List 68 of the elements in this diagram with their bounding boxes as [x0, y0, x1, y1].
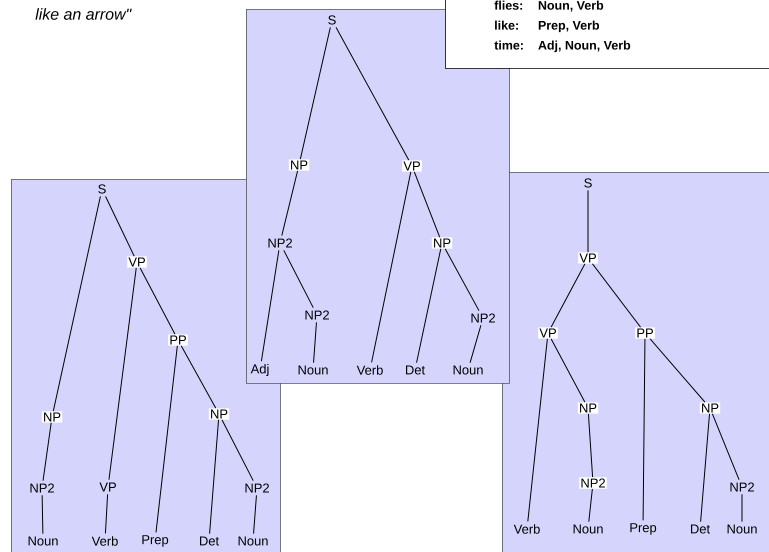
- tree-label: VP: [538, 327, 558, 339]
- tree-label: Noun: [454, 365, 483, 374]
- tree-branch: [642, 338, 646, 521]
- tree-label: Det: [200, 536, 219, 546]
- tree-label: VP: [99, 482, 116, 492]
- sentence-text: like an arrow": [35, 8, 132, 20]
- tree-label: VP: [402, 160, 422, 172]
- tree-label: Noun: [728, 524, 757, 534]
- tree-label: Noun: [298, 365, 328, 374]
- tree-label: PP: [168, 334, 188, 346]
- tree-label: NP2: [245, 483, 269, 492]
- tree-label: Noun: [238, 536, 268, 546]
- tree-label: Det: [691, 524, 710, 534]
- tree-label: NP2: [268, 238, 292, 248]
- tree-label: Prep: [142, 535, 168, 547]
- tree-branch: [416, 248, 442, 364]
- tree-label: NP2: [305, 310, 329, 320]
- tree-branch: [104, 494, 108, 534]
- tree-label: NP2: [730, 482, 754, 492]
- tree-branch: [42, 494, 44, 534]
- tree-label: Noun: [28, 536, 58, 546]
- tree-branch: [283, 250, 314, 308]
- tree-branch: [650, 338, 706, 403]
- tree-label: Verb: [92, 536, 118, 546]
- tree-branch: [592, 263, 642, 328]
- tree-label: Det: [406, 365, 425, 374]
- tree-label: Adj: [250, 364, 268, 376]
- tree-branch: [470, 324, 482, 364]
- tree-label: S: [98, 184, 106, 194]
- tree-branch: [108, 267, 137, 480]
- tree-branch: [180, 345, 216, 409]
- tree-branch: [588, 413, 594, 478]
- tree-branch: [52, 196, 101, 412]
- lexicon-box: flies: Noun, Verb like: Prep, Verb time: Adj, Noun, Verb: [445, 0, 769, 69]
- tree-branch: [371, 171, 412, 363]
- tree-branch: [156, 345, 178, 533]
- tree-branch: [444, 248, 480, 312]
- tree-label: Verb: [356, 365, 383, 375]
- tree-label: NP2: [471, 313, 495, 322]
- tree-label: Verb: [514, 524, 540, 534]
- tree-branch: [105, 196, 135, 257]
- tree-label: VP: [578, 252, 598, 264]
- tree-branch: [588, 488, 593, 522]
- tree-branch: [42, 422, 52, 482]
- tree-branch: [260, 250, 280, 362]
- tree-branch: [209, 419, 220, 534]
- tree-label: S: [584, 178, 592, 188]
- tree-branch: [712, 413, 740, 480]
- tree-label: PP: [635, 327, 655, 339]
- tree-label: NP2: [579, 477, 607, 489]
- tree-branch: [527, 338, 548, 522]
- tree-branch: [414, 171, 440, 238]
- tree-panel: [502, 172, 769, 552]
- tree-branch: [700, 413, 710, 522]
- tree-label: NP2: [30, 483, 54, 492]
- tree-branch: [281, 170, 298, 236]
- tree-label: Noun: [574, 524, 603, 534]
- tree-branch: [222, 419, 254, 482]
- tree-branch: [253, 494, 257, 534]
- tree-branch: [313, 322, 317, 364]
- tree-branch: [300, 26, 331, 160]
- tree-branch: [336, 26, 410, 161]
- tree-branch: [550, 338, 586, 403]
- tree-label: Prep: [630, 523, 656, 535]
- tree-label: S: [328, 15, 336, 25]
- tree-branch: [140, 267, 176, 335]
- tree-label: VP: [127, 256, 147, 268]
- tree-branch: [550, 263, 586, 328]
